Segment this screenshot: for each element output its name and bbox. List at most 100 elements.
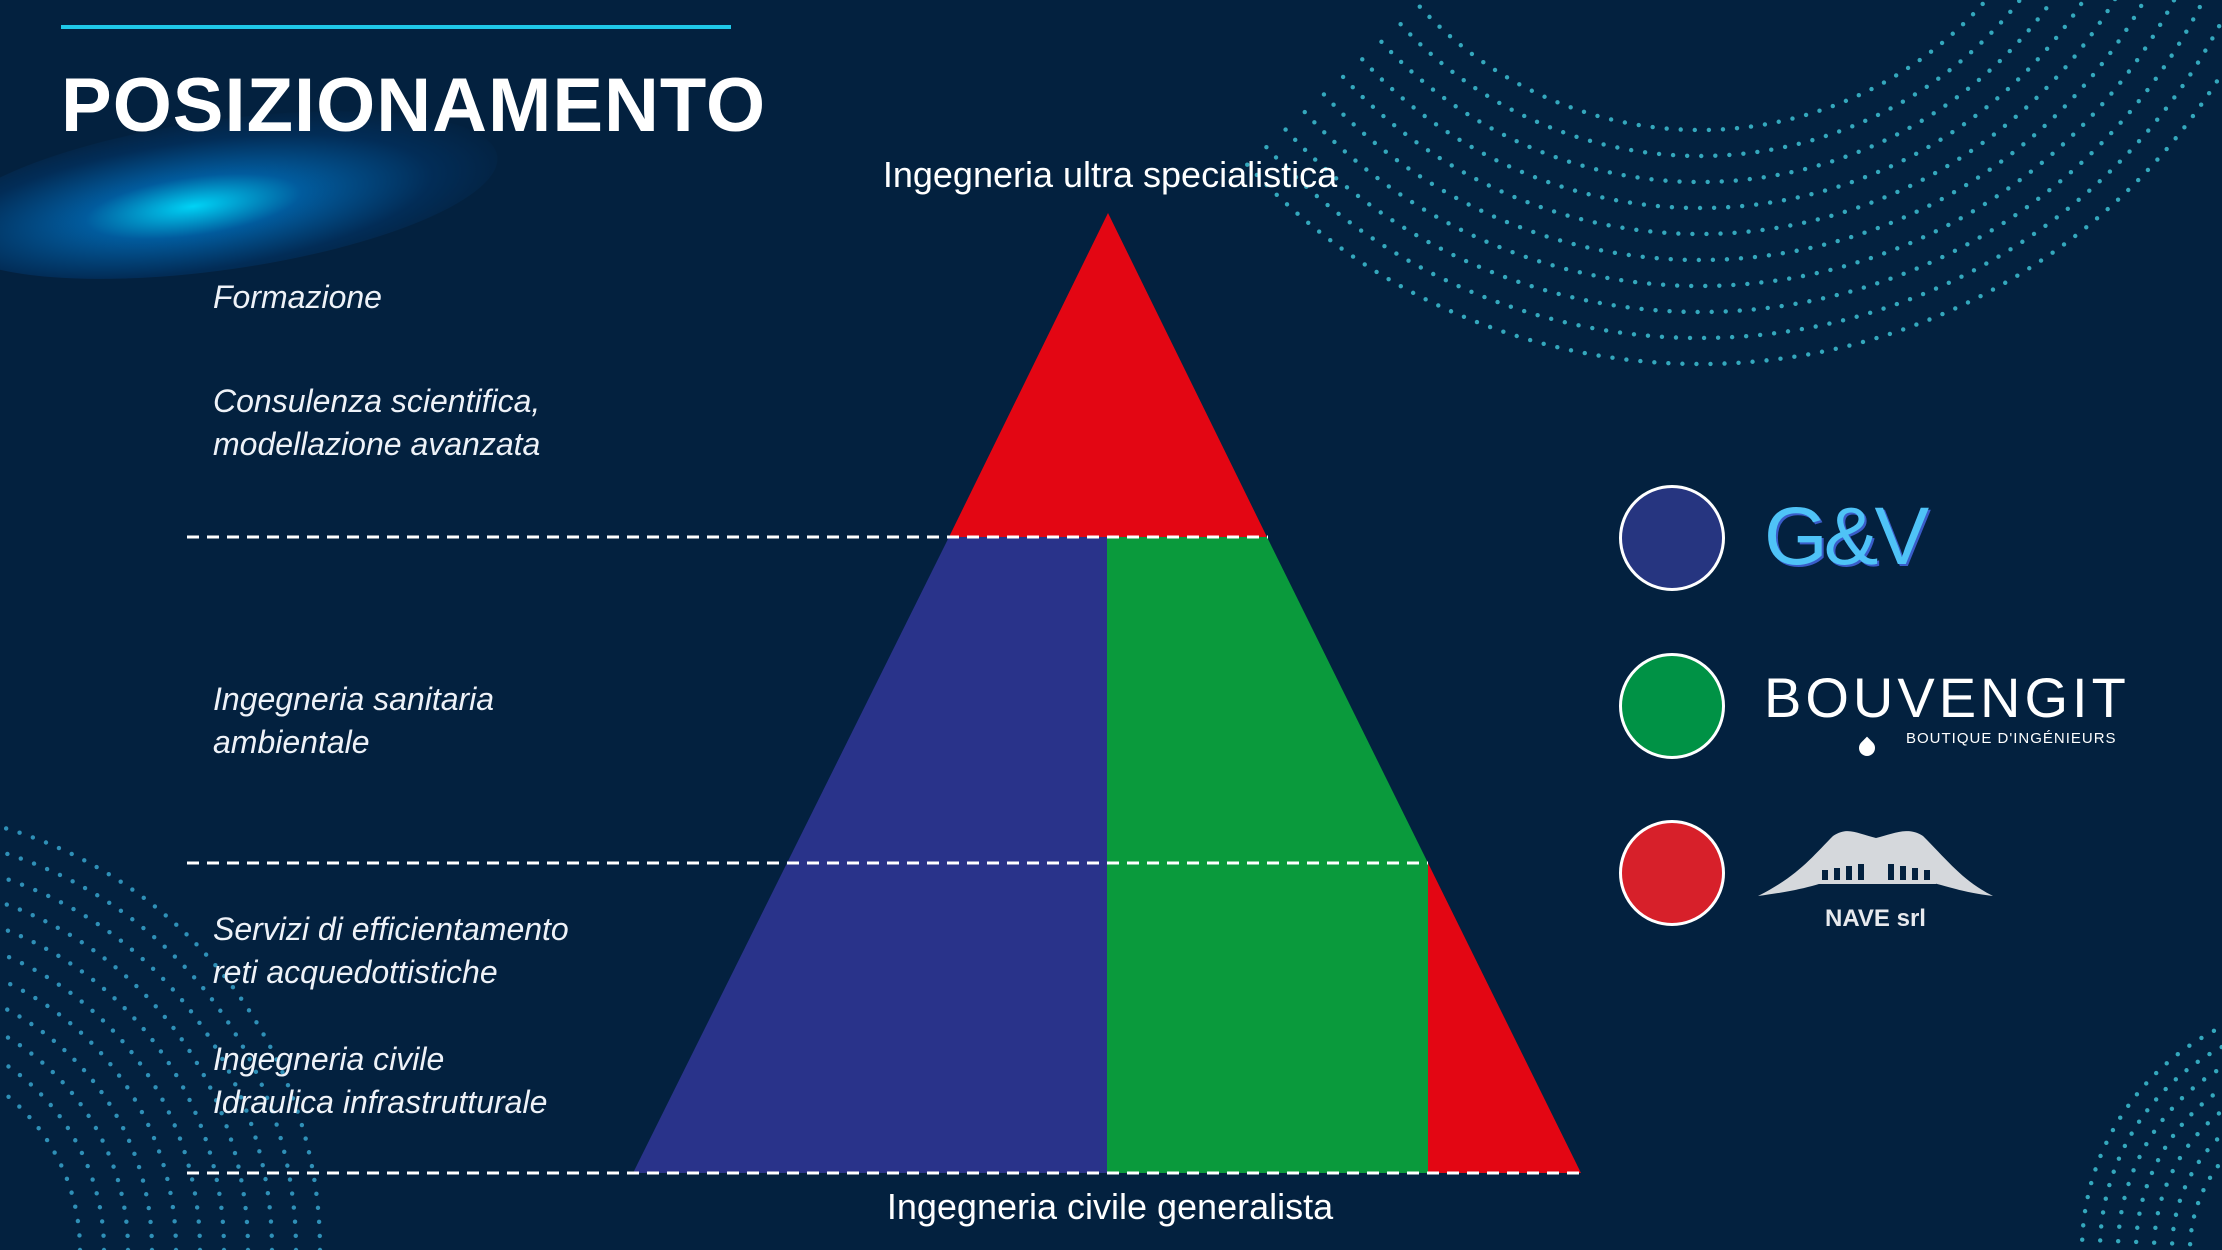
decoration-dot <box>19 961 25 966</box>
decoration-dot <box>1847 343 1852 348</box>
decoration-dot <box>2001 220 2006 226</box>
decoration-dot <box>1662 230 1667 235</box>
decoration-dot <box>2155 157 2160 162</box>
decoration-dot <box>2187 1043 2192 1048</box>
decoration-dot <box>2043 223 2048 229</box>
decoration-dot <box>44 1137 50 1143</box>
decoration-dot <box>1649 177 1654 182</box>
decoration-dot <box>2063 65 2068 70</box>
decoration-dot <box>312 1177 317 1183</box>
decoration-dot <box>1598 248 1604 253</box>
decoration-dot <box>1595 113 1600 119</box>
decoration-dot <box>116 1073 122 1078</box>
decoration-dot <box>1895 246 1900 251</box>
decoration-dot <box>43 919 48 924</box>
decoration-dot <box>1414 140 1419 145</box>
decoration-dot <box>1484 93 1490 98</box>
decoration-dot <box>1800 273 1806 279</box>
decoration-dot <box>1293 175 1299 180</box>
decoration-dot <box>1980 140 1985 146</box>
decoration-dot <box>1451 252 1456 258</box>
decoration-dot <box>194 1205 200 1210</box>
decoration-dot <box>1793 301 1798 307</box>
decoration-dot <box>2116 1156 2122 1161</box>
decoration-dot <box>2145 87 2150 93</box>
decoration-dot <box>291 1205 297 1210</box>
decoration-dot <box>1353 158 1358 163</box>
decoration-dot <box>295 1109 300 1114</box>
decoration-dot <box>94 1191 99 1196</box>
decoration-dot <box>1927 260 1932 266</box>
decoration-dot <box>1692 127 1697 133</box>
decoration-dot <box>94 864 99 870</box>
decoration-dot <box>1471 233 1476 239</box>
decoration-dot <box>1535 312 1540 318</box>
decoration-dot <box>1745 281 1750 287</box>
decoration-dot <box>31 940 36 945</box>
decoration-dot <box>1494 158 1499 163</box>
decoration-dot <box>218 1008 223 1013</box>
decoration-dot <box>2038 258 2044 263</box>
decoration-dot <box>1336 211 1341 217</box>
decoration-dot <box>1572 188 1578 193</box>
decoration-dot <box>1933 286 1939 291</box>
decoration-dot <box>1875 112 1881 118</box>
decoration-dot <box>40 1029 46 1035</box>
decoration-dot <box>2182 125 2187 130</box>
decoration-dot <box>2138 3 2144 9</box>
decoration-dot <box>2111 1169 2116 1174</box>
decoration-dot <box>1628 147 1634 153</box>
decoration-dot <box>30 912 35 918</box>
decoration-dot <box>2179 1122 2185 1127</box>
decoration-dot <box>1978 293 1983 299</box>
decoration-dot <box>1441 95 1447 101</box>
decoration-dot <box>146 1122 151 1128</box>
decoration-dot <box>1445 130 1450 135</box>
decoration-dot <box>2170 1168 2175 1174</box>
decoration-dot <box>1927 203 1932 208</box>
decoration-dot <box>1998 20 2004 25</box>
decoration-dot <box>101 986 107 992</box>
decoration-dot <box>2122 1195 2127 1201</box>
decoration-dot <box>148 1219 153 1225</box>
decoration-dot <box>2035 57 2040 62</box>
decoration-dot <box>1670 152 1676 158</box>
decoration-dot <box>289 1191 295 1196</box>
decoration-dot <box>1795 195 1800 200</box>
decoration-dot <box>1364 167 1369 172</box>
decoration-dot <box>1546 179 1551 185</box>
decoration-dot <box>2206 90 2212 96</box>
decoration-dot <box>78 1101 83 1107</box>
decoration-dot <box>1912 92 1918 97</box>
decoration-dot <box>166 1110 172 1115</box>
decoration-dot <box>2044 85 2049 91</box>
decoration-dot <box>1920 291 1926 297</box>
decoration-dot <box>1611 303 1616 308</box>
decoration-dot <box>226 1020 231 1025</box>
decoration-dot <box>132 1016 137 1021</box>
decoration-dot <box>156 1149 162 1154</box>
decoration-dot <box>1739 203 1745 209</box>
decoration-dot <box>1571 241 1576 247</box>
legend-circle-red <box>1619 820 1725 926</box>
decoration-dot <box>44 974 50 980</box>
decoration-dot <box>1379 77 1385 82</box>
decoration-dot <box>1806 352 1811 357</box>
decoration-dot <box>2163 1086 2168 1092</box>
decoration-dot <box>1477 119 1482 124</box>
decoration-dot <box>5 1007 10 1012</box>
decoration-dot <box>221 1247 227 1250</box>
decoration-dot <box>1680 361 1685 366</box>
decoration-dot <box>1568 105 1573 110</box>
decoration-dot <box>1414 232 1419 238</box>
decoration-dot <box>38 1092 44 1097</box>
decoration-dot <box>1931 111 1936 116</box>
decoration-dot <box>1593 167 1599 172</box>
decoration-dot <box>1713 153 1718 158</box>
decoration-dot <box>1759 280 1764 285</box>
decoration-dot <box>1509 107 1514 112</box>
decoration-dot <box>1869 86 1874 92</box>
decoration-dot <box>57 1114 62 1119</box>
decoration-dot <box>1369 67 1375 72</box>
decoration-dot <box>2108 50 2113 56</box>
